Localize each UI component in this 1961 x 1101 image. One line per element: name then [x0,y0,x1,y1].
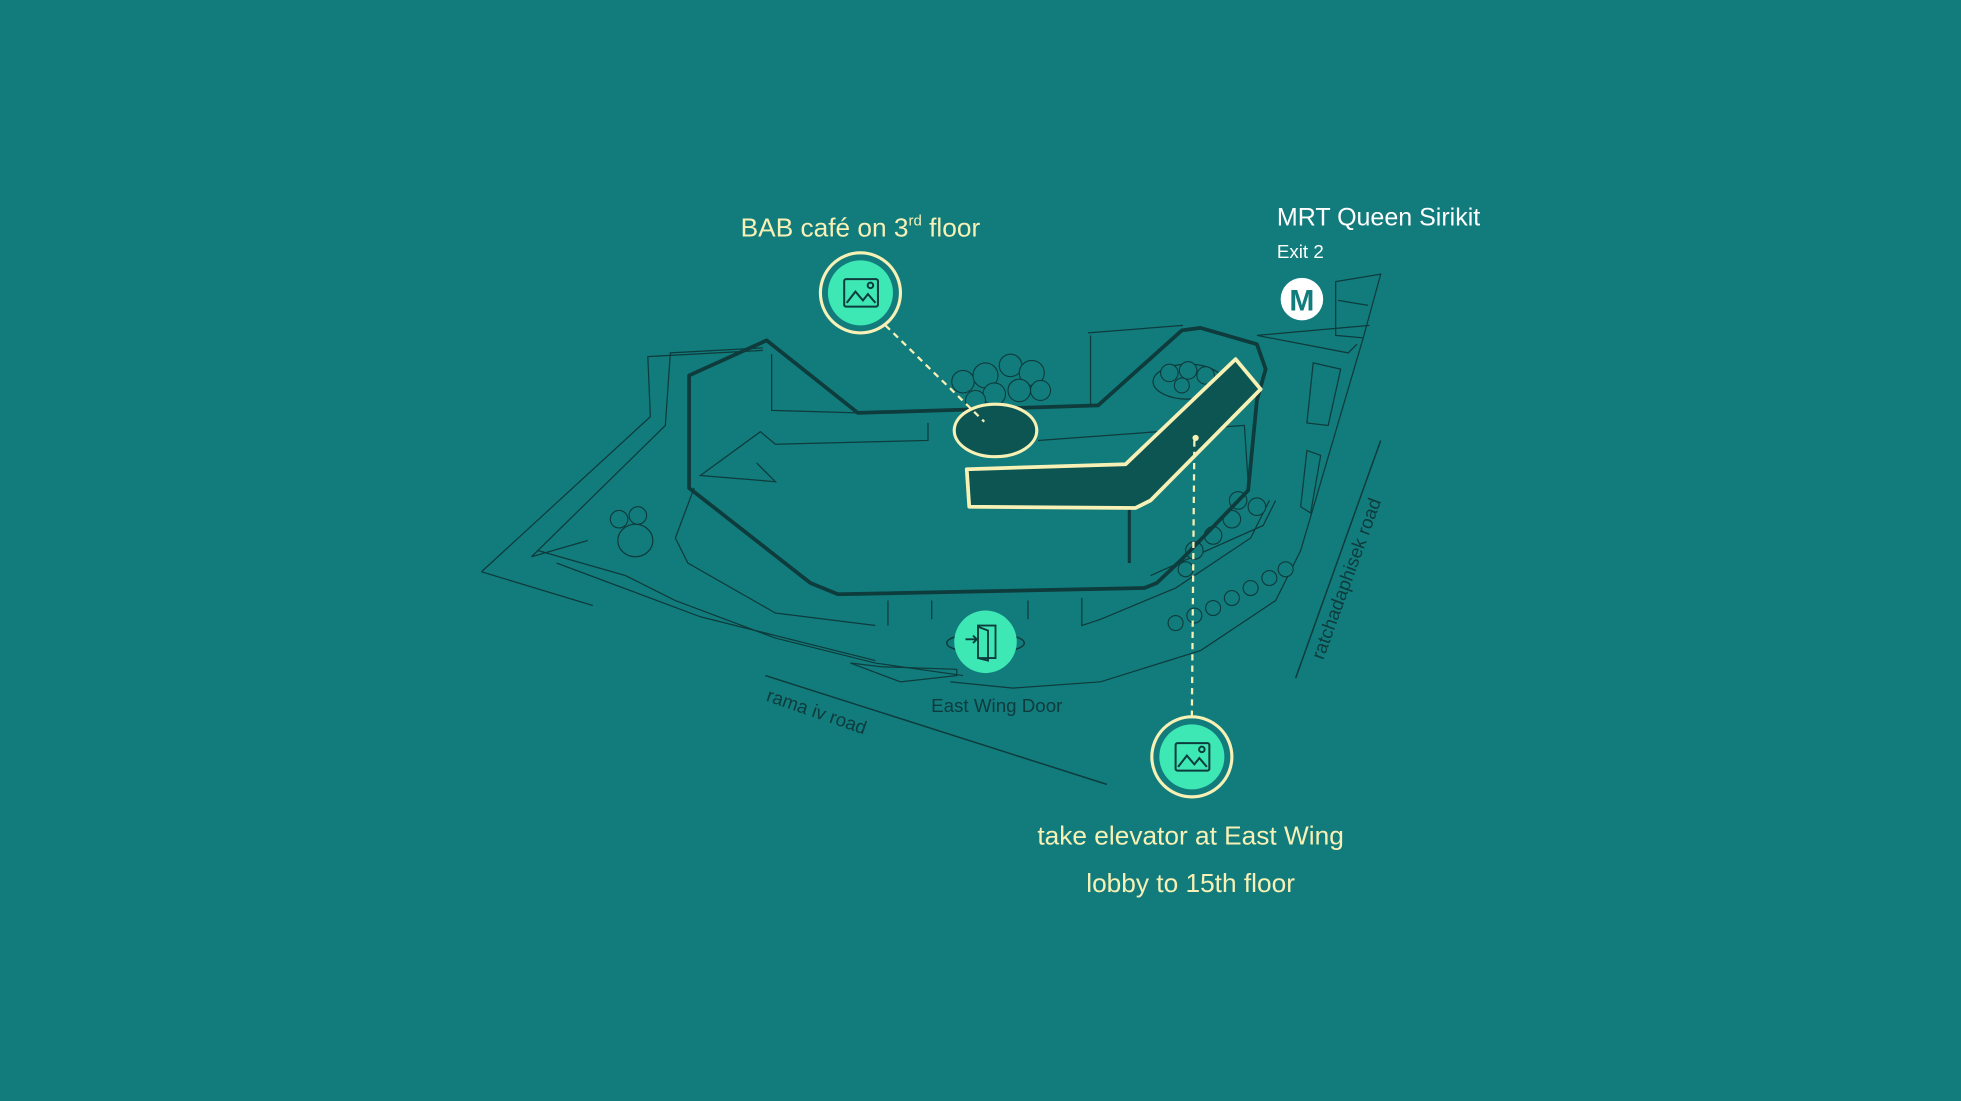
mrt-logo-icon[interactable]: M [1280,277,1324,321]
cafe-title: BAB café on 3rd floor [741,212,981,242]
image-icon [843,278,879,308]
door-enter-icon [965,624,997,662]
rama-iv-road-line [765,674,1108,786]
trees [609,353,1294,632]
east-wing-highlight [964,357,1263,510]
elevator-photo-marker[interactable] [1150,715,1234,799]
cafe-photo-marker[interactable] [818,251,903,335]
cafe-location [952,402,1039,459]
elevator-connector [1190,440,1196,716]
svg-text:M: M [1289,284,1314,317]
image-icon [1174,742,1211,772]
elevator-instruction-line1: take elevator at East Wing [1037,820,1343,850]
mrt-exit-label: Exit 2 [1277,241,1324,262]
elevator-instruction-line2: lobby to 15th floor [1086,868,1295,898]
ratchadaphisek-road-line [1294,440,1382,679]
mrt-station-title: MRT Queen Sirikit [1277,203,1480,231]
east-wing-door-label: East Wing Door [931,695,1062,716]
east-wing-door-marker[interactable] [945,610,1026,674]
cafe-connector [884,324,986,423]
